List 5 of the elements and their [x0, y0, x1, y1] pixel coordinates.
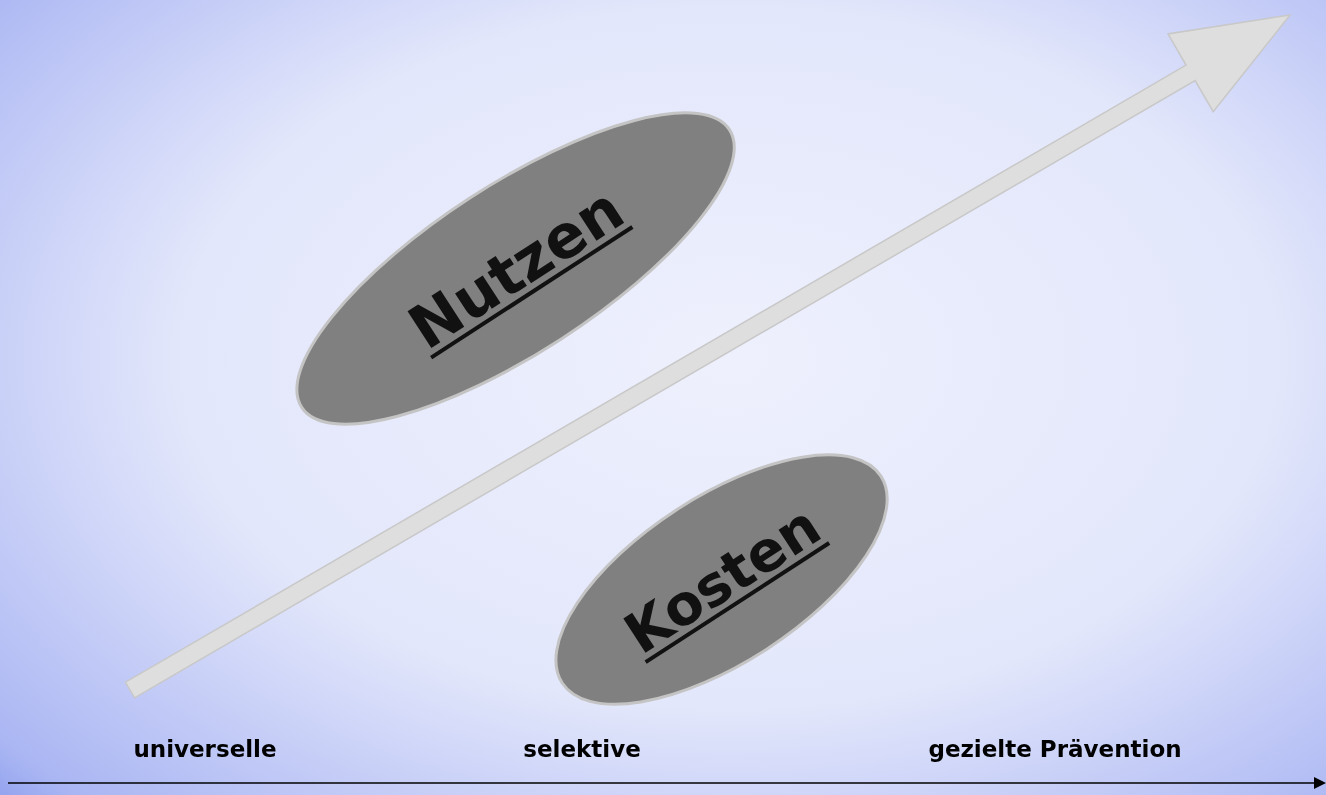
ellipse-node [295, 110, 737, 426]
axis-label: universelle [133, 736, 277, 762]
axis-label: gezielte Prävention [928, 736, 1182, 762]
axis-label: selektive [523, 736, 641, 762]
ellipse-node [554, 453, 890, 707]
